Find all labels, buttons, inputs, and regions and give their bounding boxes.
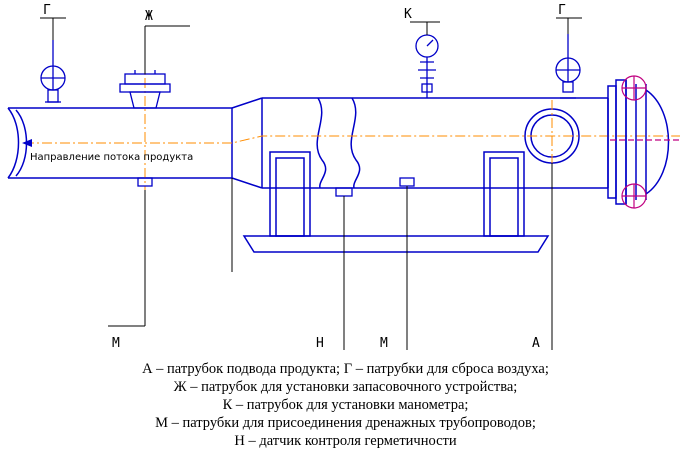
manometer [415, 34, 439, 98]
legend-line: Ж – патрубок для установки запасовочного… [173, 379, 518, 395]
legend-line: М – патрубки для присоединения дренажных… [155, 415, 536, 431]
end-closure [607, 79, 670, 205]
vent-nozzle-left [40, 40, 66, 103]
label-g-right: Г [558, 3, 566, 18]
label-n: Н [316, 336, 324, 350]
closure-flanges [610, 75, 680, 209]
label-g-left: Г [43, 3, 51, 18]
label-zh: Ж [145, 9, 153, 24]
legend-line: А – патрубок подвода продукта; Г – патру… [142, 361, 549, 377]
leader-lines [40, 17, 582, 350]
legend: А – патрубок подвода продукта; Г – патру… [0, 360, 691, 450]
chamber-body [261, 97, 609, 189]
drain-nozzle-left [137, 177, 153, 187]
legend-line: К – патрубок для установки манометра; [222, 397, 469, 413]
legend-line: Н – датчик контроля герметичности [234, 433, 457, 449]
vent-nozzle-right [555, 34, 581, 99]
centerline [24, 60, 680, 190]
flow-arrow [22, 139, 32, 147]
scraper-chamber-drawing: Г Ж К Г М Н М А Направление потока проду… [7, 3, 680, 350]
drain-nozzle-right [399, 177, 415, 187]
label-m-left: М [112, 336, 120, 350]
supports [242, 151, 550, 253]
label-m-right: М [380, 336, 388, 350]
flow-direction-label: Направление потока продукта [30, 152, 193, 163]
label-a: А [532, 336, 540, 350]
label-k: К [404, 7, 412, 22]
launcher-nozzle [119, 70, 171, 109]
inlet-pipe [7, 97, 263, 189]
leak-sensor [335, 187, 353, 197]
